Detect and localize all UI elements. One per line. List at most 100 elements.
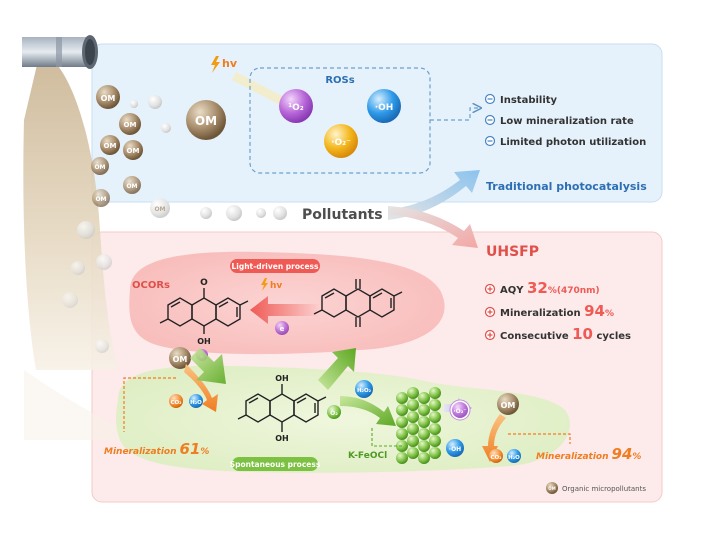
co2-dot: CO₂: [169, 394, 183, 408]
svg-text:OM: OM: [127, 147, 140, 155]
om-ball: OM: [119, 113, 141, 135]
svg-text:CO₂: CO₂: [170, 400, 182, 406]
stream-om-balls: OM OM OM OM OM OM OM OM: [91, 85, 170, 218]
svg-text:OM: OM: [124, 121, 137, 129]
superoxide-sphere: ·O₂⁻: [324, 124, 358, 158]
h2o-dot: H₂O: [189, 394, 203, 408]
legend-label: Organic micropollutants: [562, 485, 646, 493]
co2-dot: CO₂: [489, 449, 503, 463]
ros-to-issues-arrow: [430, 108, 480, 121]
svg-text:OM: OM: [173, 355, 188, 364]
om-ball: OM: [123, 176, 141, 194]
lightning-icon: [261, 278, 268, 291]
hv-label-bottom: hv: [270, 281, 282, 291]
anthraquinone-structure: [313, 279, 403, 327]
issue-item: Instability: [484, 93, 558, 106]
hydroxyl-sphere: ·OH: [367, 89, 401, 123]
svg-text:Mineralization 94%: Mineralization 94%: [500, 302, 614, 320]
to-traditional-arrow: [388, 170, 480, 220]
oh-label: OH: [197, 337, 211, 346]
mineralization-left-connector: [123, 377, 176, 432]
svg-text:CO₂: CO₂: [490, 455, 502, 461]
light-driven-arrow: [250, 296, 320, 324]
stream-fade: [24, 370, 150, 440]
svg-text:Low mineralization rate: Low mineralization rate: [500, 116, 634, 127]
electron-dot: e: [275, 321, 289, 335]
to-catalyst-arrow: [340, 396, 396, 426]
polluted-water-stream: [23, 52, 119, 370]
svg-text:OM: OM: [94, 164, 105, 171]
results-list: AQY 32%(470nm) Mineralization 94% Consec…: [484, 279, 631, 343]
svg-text:OM: OM: [101, 94, 116, 103]
spontaneous-badge: [232, 457, 318, 471]
svg-text:H₂O₂: H₂O₂: [357, 388, 372, 394]
light-driven-region: [129, 251, 445, 355]
svg-text:OM: OM: [154, 206, 165, 213]
traditional-panel: [91, 43, 663, 203]
light-driven-badge: [230, 259, 320, 273]
om-ball: OM: [150, 198, 170, 218]
anthrahydroquinone-structure: [237, 384, 327, 432]
hydroxyl-dot: ·OH: [446, 439, 464, 457]
to-uhsfp-arrow: [388, 206, 478, 248]
svg-text:AQY 32%(470nm): AQY 32%(470nm): [500, 279, 600, 297]
water-pipe: [22, 35, 98, 69]
svg-text:O₂: O₂: [330, 410, 338, 417]
mineralization-right-connector: [508, 433, 571, 444]
svg-text:OM: OM: [126, 183, 137, 190]
svg-text:·O₂⁻: ·O₂⁻: [453, 408, 466, 415]
h2o2-dot: H₂O₂: [355, 380, 373, 398]
svg-text:·OH: ·OH: [449, 446, 461, 453]
svg-text:OM: OM: [501, 401, 516, 410]
svg-text:Consecutive 10 cycles: Consecutive 10 cycles: [500, 325, 631, 343]
light-source-top: hv: [211, 56, 290, 108]
result-item: Consecutive 10 cycles: [484, 325, 631, 343]
legend: OM Organic micropollutants: [546, 482, 646, 494]
om-ball: OM: [91, 157, 109, 175]
light-driven-label: Light-driven process: [231, 262, 319, 271]
om-ball: OM: [96, 85, 120, 109]
svg-text:Instability: Instability: [500, 95, 558, 106]
svg-text:Limited photon utilization: Limited photon utilization: [500, 137, 646, 148]
om-molecule-top: OM: [186, 100, 226, 140]
svg-text:H₂O: H₂O: [508, 455, 520, 461]
om-molecule-right: OM: [497, 393, 519, 415]
oh-label: OH: [275, 434, 289, 443]
legend-om-icon: [546, 482, 558, 494]
result-item: AQY 32%(470nm): [484, 279, 600, 297]
oh-label: OH: [275, 374, 289, 383]
k-feocl-label: K-FeOCl: [348, 451, 387, 461]
om-ball: OM: [92, 189, 110, 207]
k-feocl-connector: [371, 428, 402, 447]
svg-text:¹O₂: ¹O₂: [288, 103, 304, 113]
ocors-label: OCORs: [132, 280, 170, 291]
lightning-icon: [211, 56, 220, 73]
svg-text:·OH: ·OH: [375, 103, 394, 113]
om-ball: OM: [123, 140, 143, 160]
ros-title: ROSs: [325, 75, 354, 86]
pollutants-label: Pollutants: [302, 207, 383, 223]
spontaneous-label: Spontaneous process: [230, 460, 321, 469]
o2-dot: O₂: [327, 405, 341, 419]
issue-item: Limited photon utilization: [484, 135, 646, 148]
uhsfp-title: UHSFP: [486, 244, 539, 260]
result-item: Mineralization 94%: [484, 302, 614, 320]
o-radical-label: O: [200, 278, 208, 288]
om-ball: OM: [100, 135, 120, 155]
svg-text:H₂O: H₂O: [190, 400, 202, 406]
regeneration-arrow-up: [318, 348, 356, 390]
superoxide-dot: ·O₂⁻: [449, 399, 471, 421]
mineralization-arrow-left: [184, 364, 218, 412]
svg-text:hv: hv: [222, 57, 238, 70]
svg-text:OM: OM: [95, 196, 106, 203]
svg-text:·O₂⁻: ·O₂⁻: [331, 138, 351, 148]
om-molecule-bottom: OM: [169, 347, 191, 369]
issue-item: Low mineralization rate: [484, 114, 634, 127]
mineralization-arrow-right: [482, 414, 506, 462]
issues-list: Instability Low mineralization rate Limi…: [484, 93, 646, 148]
ocors-structure: [159, 288, 249, 334]
traditional-photocatalysis-label: Traditional photocatalysis: [486, 180, 647, 193]
